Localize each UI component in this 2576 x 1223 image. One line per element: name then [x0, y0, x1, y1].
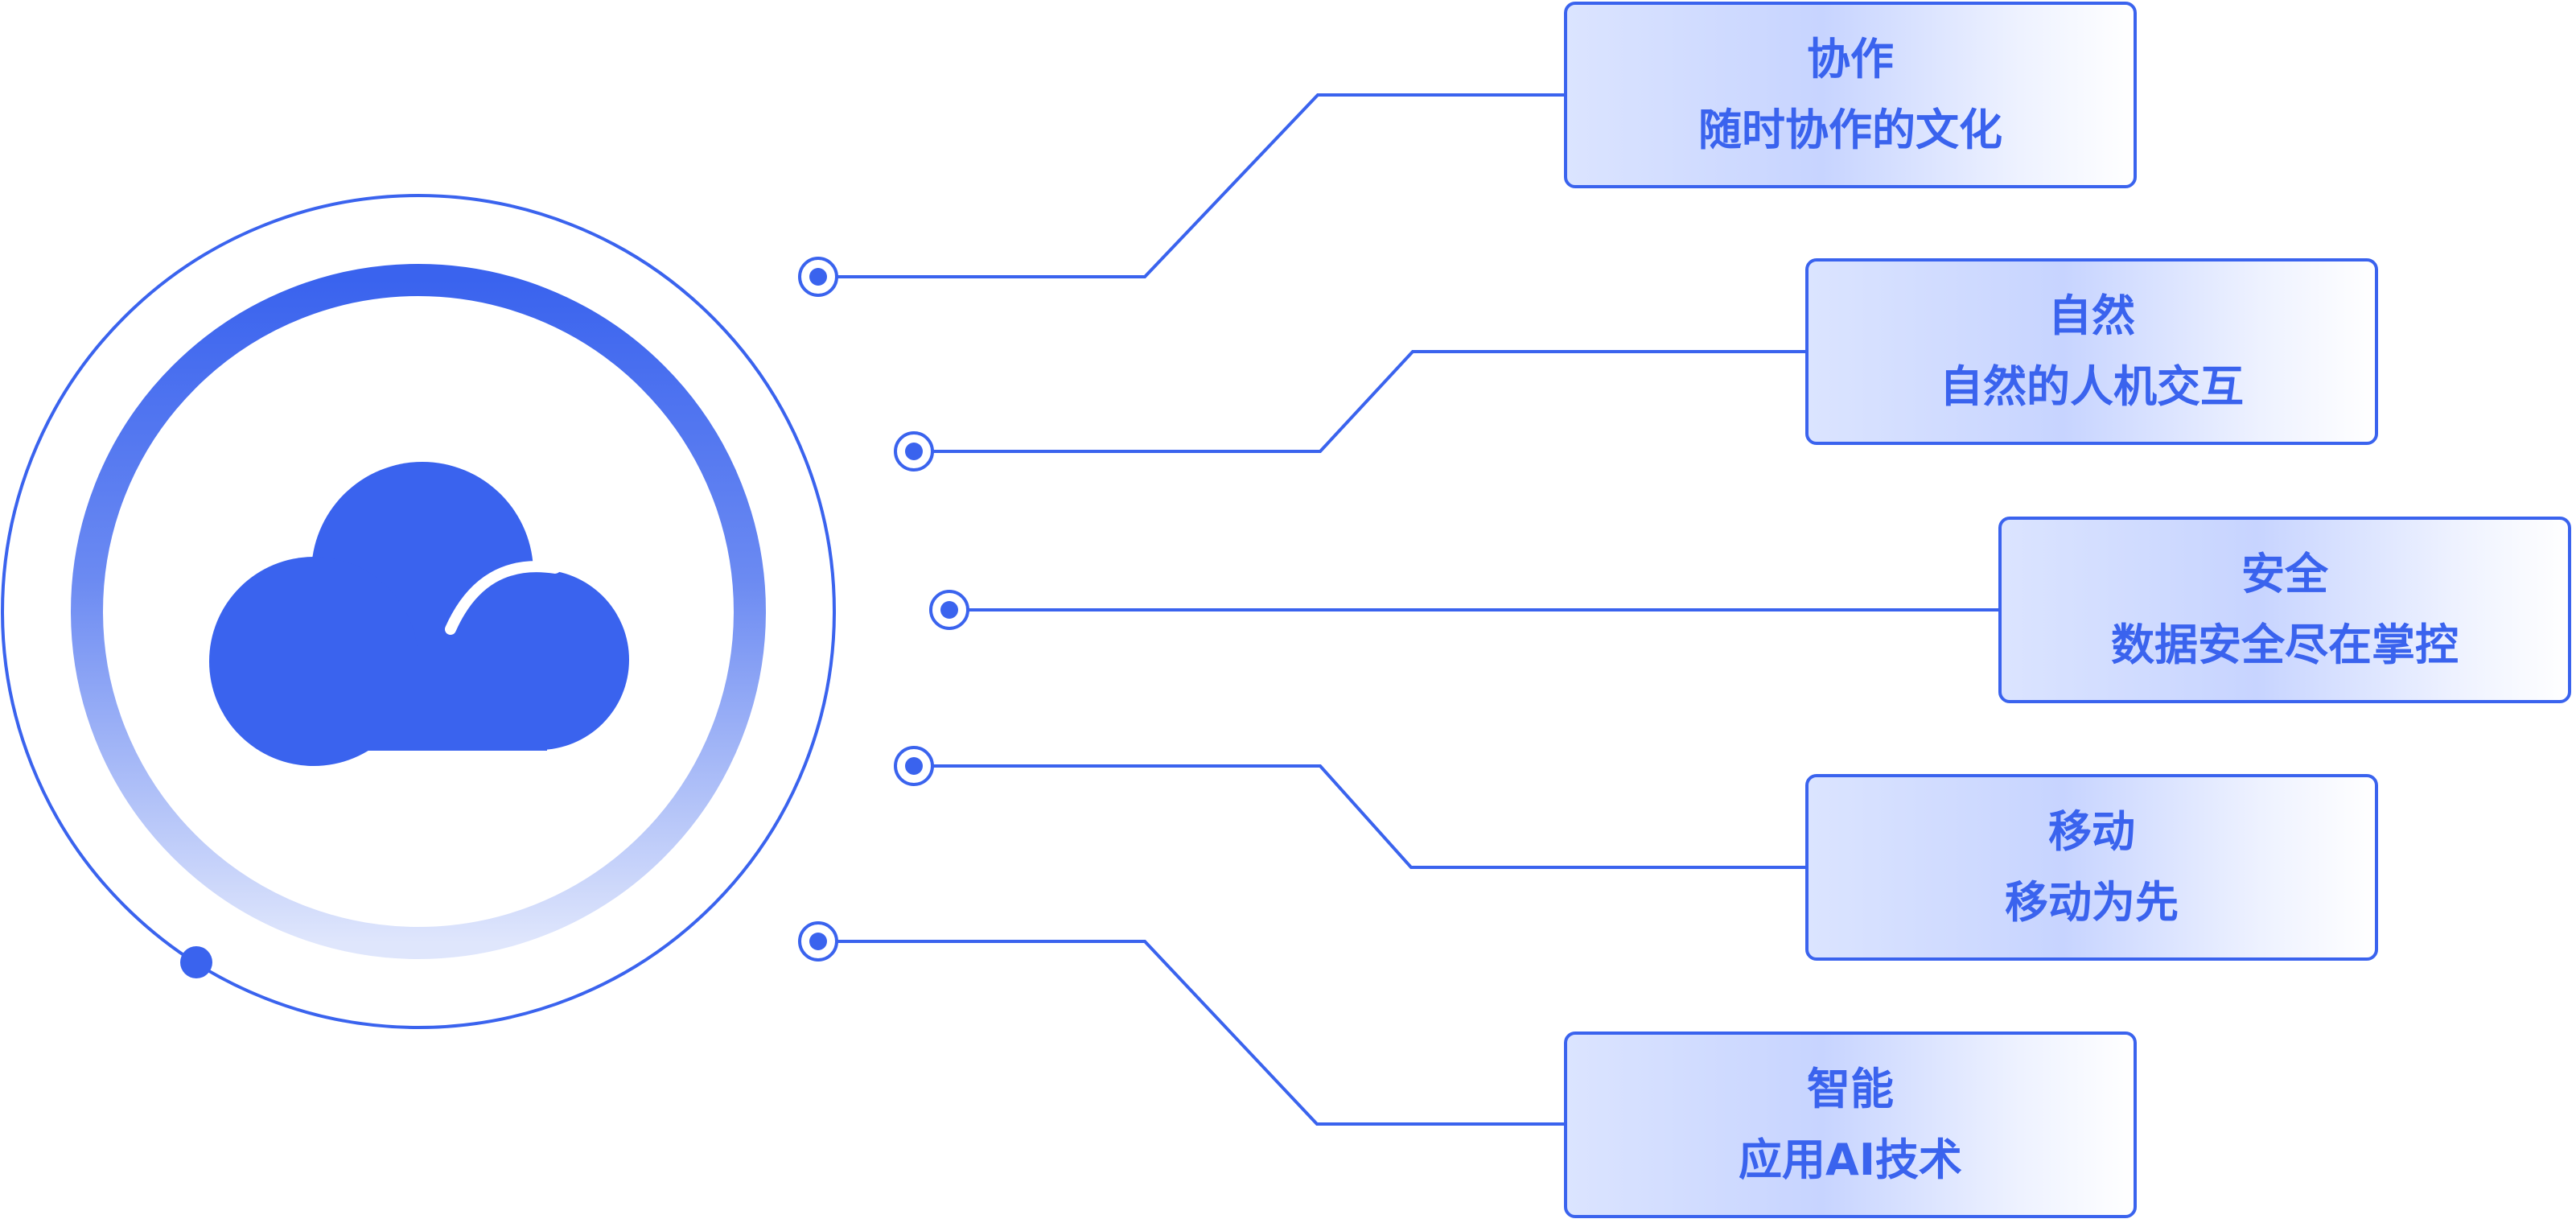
connector-dot-4: [894, 746, 934, 786]
connector-dot-1: [798, 257, 838, 297]
connector-dot-3: [929, 590, 969, 630]
feature-card-intelligence: 智能 应用AI技术: [1564, 1032, 2137, 1218]
connector-line-2: [914, 350, 1805, 453]
feature-card-collaboration: 协作 随时协作的文化: [1564, 2, 2137, 188]
feature-title: 协作: [1807, 34, 1894, 84]
feature-title: 移动: [2048, 806, 2135, 857]
feature-description: 移动为先: [2005, 877, 2179, 928]
feature-description: 自然的人机交互: [1940, 361, 2244, 412]
connector-line-1: [818, 93, 1564, 278]
connector-dot-2: [894, 431, 934, 471]
outer-ring: [1, 194, 836, 1029]
connector-dot-5: [798, 921, 838, 962]
feature-title: 智能: [1807, 1064, 1894, 1114]
feature-title: 自然: [2048, 290, 2135, 341]
cloud-icon: [209, 462, 629, 766]
feature-description: 随时协作的文化: [1698, 105, 2002, 155]
orbit-dot: [180, 946, 212, 978]
connector-line-4: [914, 764, 1805, 869]
gradient-ring: [71, 264, 766, 959]
feature-card-natural: 自然 自然的人机交互: [1805, 258, 2378, 445]
connector-line-5: [818, 940, 1564, 1126]
connectors: [818, 93, 1998, 1126]
feature-description: 应用AI技术: [1739, 1134, 1962, 1185]
feature-description: 数据安全尽在掌控: [2111, 620, 2459, 670]
feature-card-security: 安全 数据安全尽在掌控: [1998, 517, 2571, 703]
feature-title: 安全: [2241, 549, 2328, 599]
feature-card-mobile: 移动 移动为先: [1805, 774, 2378, 961]
